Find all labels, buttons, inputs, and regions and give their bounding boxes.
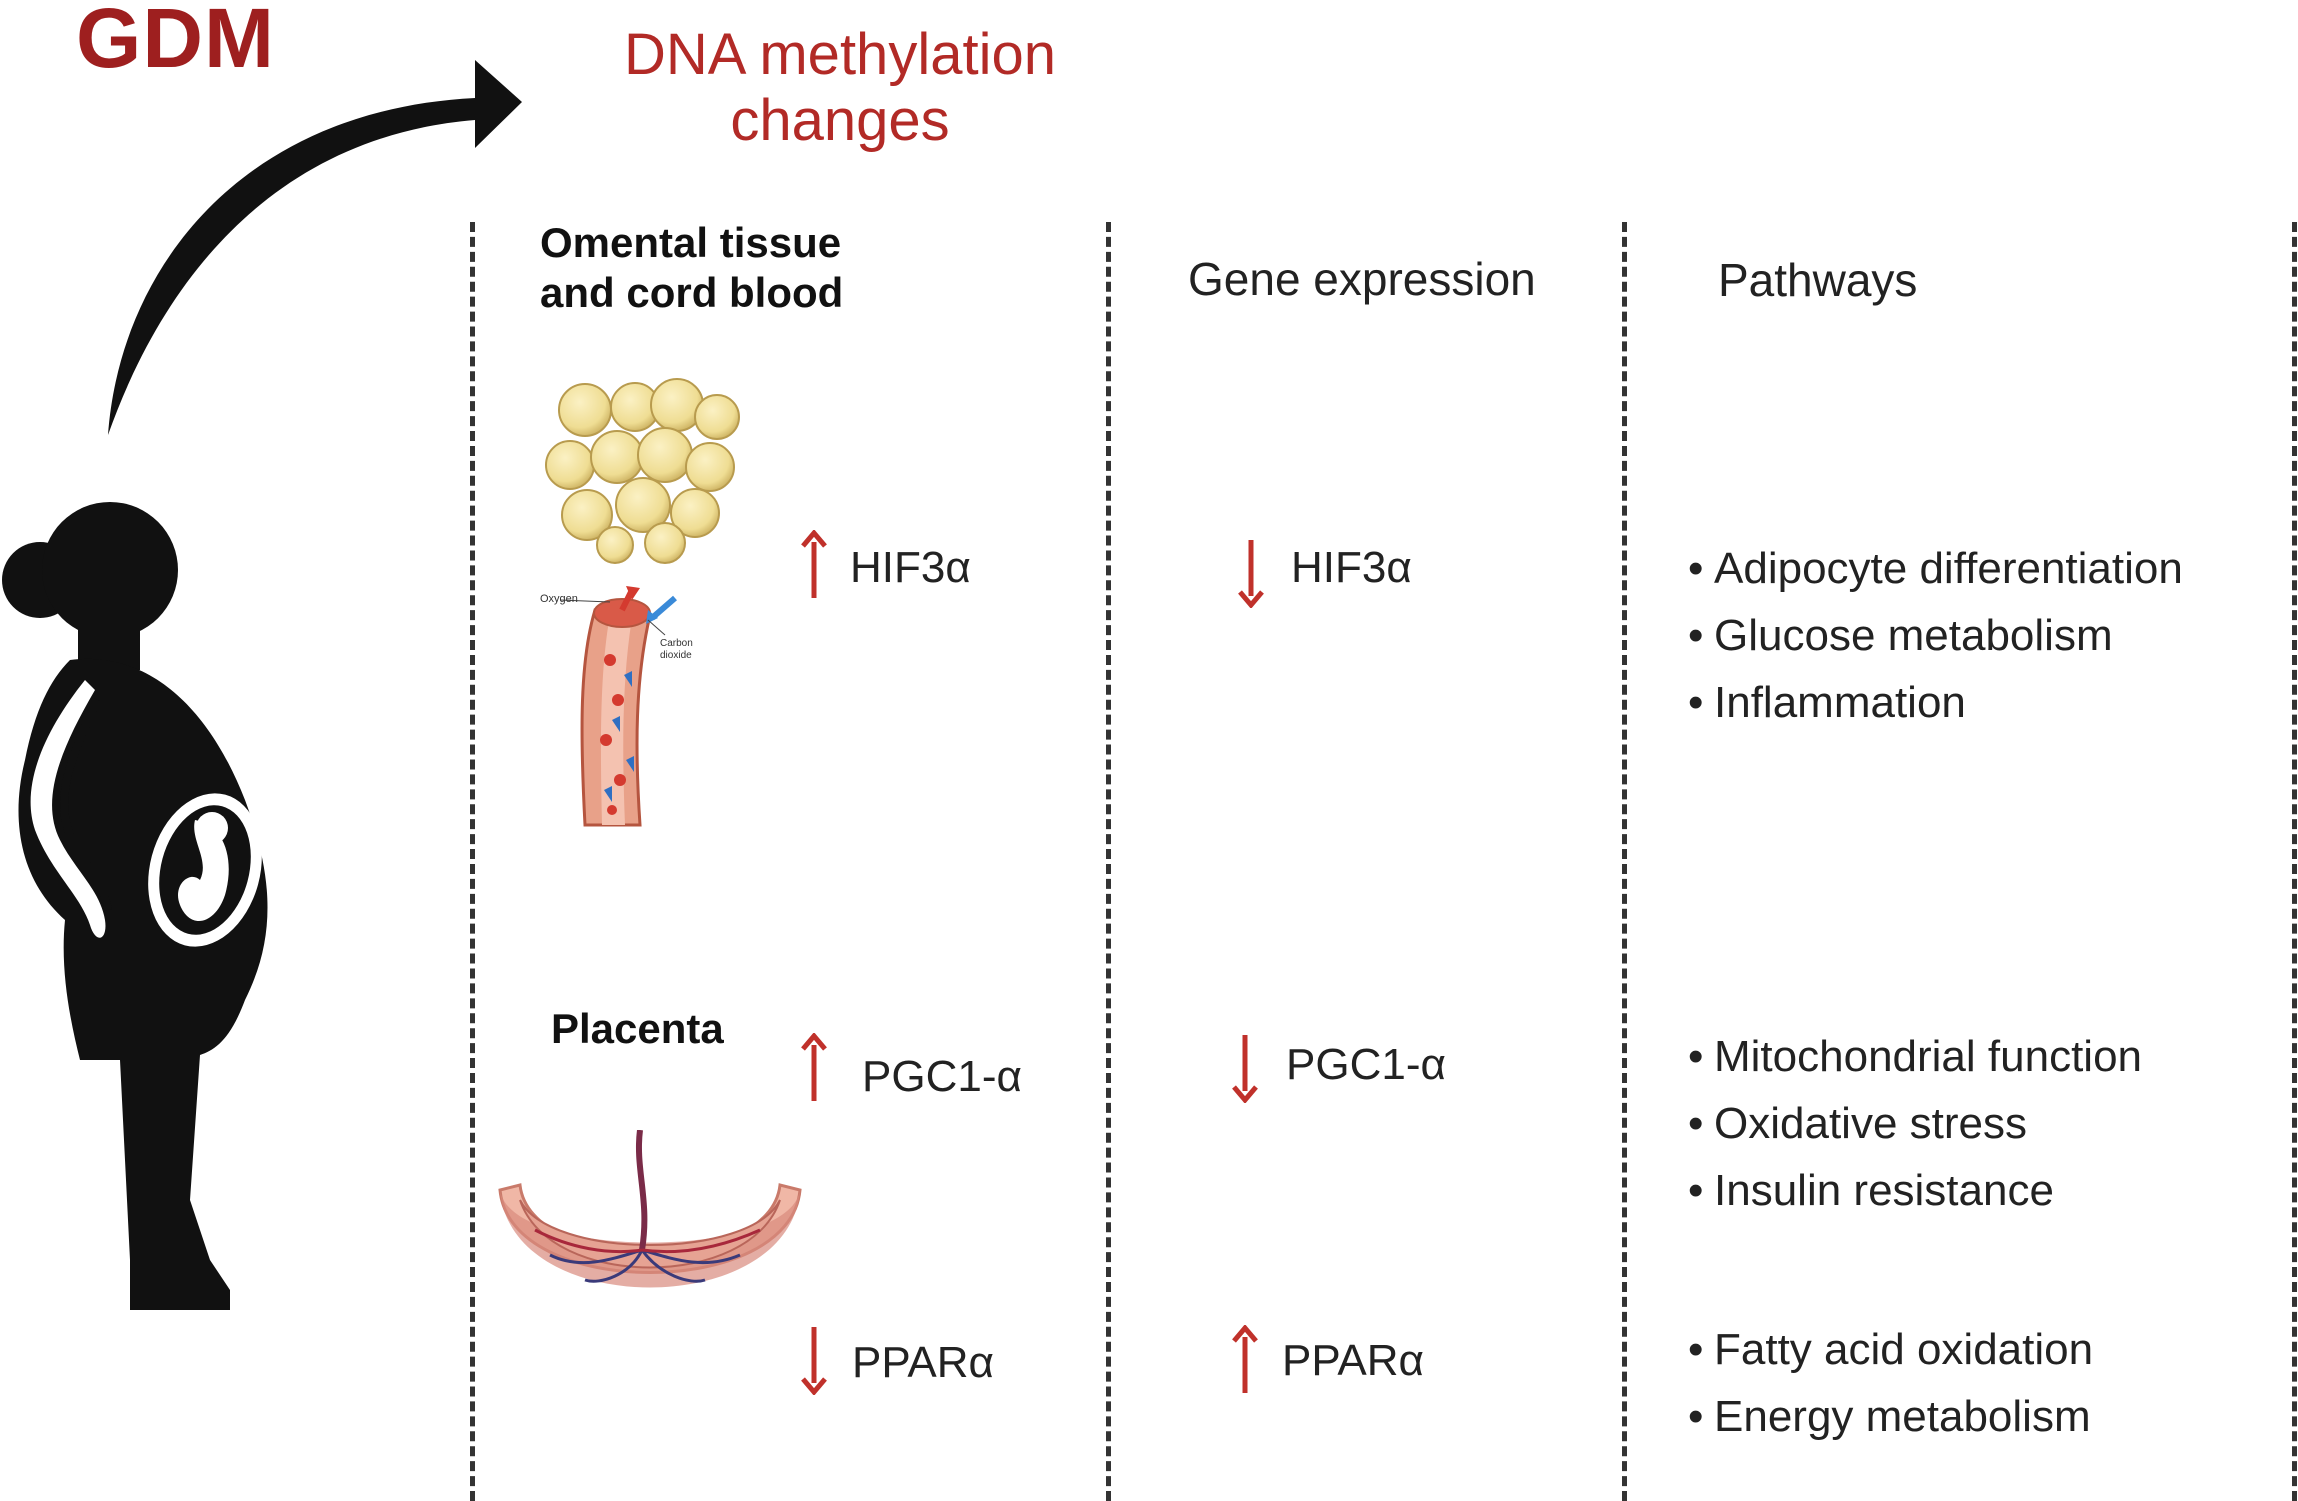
pathway-item: •Fatty acid oxidation xyxy=(1688,1325,2094,1374)
gene-label-ppara-methylation: PPARα xyxy=(852,1338,994,1387)
column-divider-4 xyxy=(2292,222,2297,1501)
tissue-header: Omental tissue and cord blood xyxy=(540,219,844,316)
pathway-item: •Glucose metabolism xyxy=(1688,611,2113,660)
up-arrow-icon xyxy=(801,530,827,598)
down-arrow-icon xyxy=(1238,540,1264,608)
pathway-group-hif3a: •Adipocyte differentiation •Glucose meta… xyxy=(1688,535,2183,736)
dioxide-label: dioxide xyxy=(660,650,692,661)
gdm-title: GDM xyxy=(76,0,275,85)
fat-cells-illustration xyxy=(545,378,740,564)
up-arrow-icon xyxy=(1232,1325,1258,1393)
curved-arrow-icon xyxy=(108,60,522,435)
dna-methylation-subtitle: DNA methylation changes xyxy=(560,22,1120,154)
column-divider-1 xyxy=(470,222,475,1501)
carbon-label: Carbon xyxy=(660,638,693,649)
subtitle-line-1: DNA methylation xyxy=(624,22,1056,87)
gene-label-pgc1a-expression: PGC1-α xyxy=(1286,1040,1446,1089)
down-arrow-icon xyxy=(801,1327,827,1395)
gene-label-hif3a-expression: HIF3α xyxy=(1291,543,1412,592)
gene-label-pgc1a-methylation: PGC1-α xyxy=(862,1052,1022,1101)
gene-expression-header: Gene expression xyxy=(1188,253,1536,305)
oxygen-label: Oxygen xyxy=(540,593,578,605)
pathway-item: •Adipocyte differentiation xyxy=(1688,544,2183,593)
pathway-group-ppara: •Fatty acid oxidation •Energy metabolism xyxy=(1688,1316,2093,1450)
pathway-item: •Inflammation xyxy=(1688,678,1966,727)
pathway-item: •Oxidative stress xyxy=(1688,1099,2027,1148)
down-arrow-icon xyxy=(1232,1035,1258,1103)
column-divider-2 xyxy=(1106,222,1111,1501)
blood-vessel-illustration: Oxygen Carbon dioxide xyxy=(540,586,693,827)
column-divider-3 xyxy=(1622,222,1627,1501)
up-arrow-icon xyxy=(801,1033,827,1101)
gene-label-ppara-expression: PPARα xyxy=(1282,1336,1424,1385)
pathway-item: •Mitochondrial function xyxy=(1688,1032,2143,1081)
pregnant-woman-silhouette xyxy=(2,502,268,1310)
pathway-item: •Insulin resistance xyxy=(1688,1166,2054,1215)
pathways-header: Pathways xyxy=(1718,254,1918,306)
pathway-group-pgc1a: •Mitochondrial function •Oxidative stres… xyxy=(1688,1023,2142,1224)
pathway-item: •Energy metabolism xyxy=(1688,1392,2091,1441)
subtitle-line-2: changes xyxy=(730,88,950,153)
placenta-label: Placenta xyxy=(551,1005,724,1052)
gene-label-hif3a-methylation: HIF3α xyxy=(850,543,971,592)
placenta-illustration xyxy=(498,1130,802,1288)
